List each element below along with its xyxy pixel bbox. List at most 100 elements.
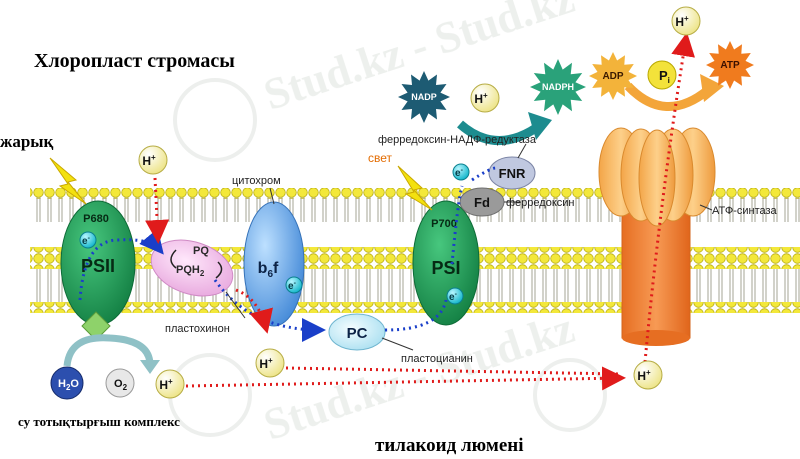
svg-text:H+: H+	[142, 153, 156, 168]
nadp-cycle-arrow	[457, 120, 539, 145]
atp-synthase	[598, 127, 716, 346]
o2-sub: 2	[123, 383, 128, 392]
svg-text:b6f: b6f	[258, 260, 279, 280]
proton-ball-1: H+	[138, 145, 168, 175]
photosystem-ii: P680 PSII	[60, 200, 136, 326]
proton-plus: +	[151, 153, 156, 162]
fd-label: Fd	[474, 195, 490, 210]
pqh2-label: PQH	[176, 264, 200, 276]
plastocyanin-label: пластоцианин	[401, 353, 473, 365]
proton-h: H	[675, 15, 684, 29]
cytochrome-label: цитохром	[232, 175, 281, 187]
svg-text:H+: H+	[637, 368, 651, 383]
cytochrome-b6f: b6f	[243, 201, 305, 327]
nadp-cycle-arrowhead	[528, 112, 552, 140]
electron-e: e	[288, 281, 294, 292]
h2o-sub: 2	[66, 383, 71, 392]
proton-h: H	[142, 154, 151, 168]
photosystem-i: P700 PSI	[412, 200, 480, 326]
electron-ball-3: e-	[452, 163, 470, 181]
adp-star: ADP	[589, 52, 637, 100]
electron-minus: -	[88, 235, 91, 242]
electron-ball-2: e-	[285, 276, 303, 294]
pc-label: PC	[347, 325, 368, 342]
electron-e: e	[82, 236, 88, 247]
proton-ball-5: H+	[155, 369, 185, 399]
pi-sub: i	[668, 76, 670, 85]
ferredoxin-label: ферредоксин	[506, 197, 574, 209]
plastoquinone: PQ PQH2	[150, 239, 234, 297]
proton-h: H	[474, 92, 483, 106]
b6f-b: b	[258, 260, 268, 277]
fnr-enzyme: FNR	[488, 156, 536, 190]
proton-h: H	[159, 378, 168, 392]
nadph-star: NADPH	[530, 59, 586, 115]
proton-plus: +	[268, 356, 273, 365]
fnr-full-label: ферредоксин-НАДФ-редуктаза	[378, 134, 537, 146]
proton-ball-6: H+	[633, 360, 663, 390]
light-label: жарық	[0, 132, 54, 151]
light-bolt-icon-2	[397, 165, 433, 211]
atp-cycle-arrowhead	[700, 74, 724, 102]
svg-text:e-: e-	[449, 291, 458, 303]
pq-label: PQ	[193, 245, 209, 257]
water-split-arrow	[63, 334, 154, 367]
oxygen-ball: O2	[105, 368, 135, 398]
electron-minus: -	[294, 280, 297, 287]
nadp-label: NADP	[411, 92, 437, 102]
proton-h: H	[259, 357, 268, 371]
proton-path	[145, 32, 695, 391]
atp-synthase-label: АТФ-синтаза	[712, 205, 778, 217]
h2o-o: O	[70, 378, 79, 390]
electron-minus: -	[461, 167, 464, 174]
proton-plus: +	[684, 14, 689, 23]
svg-text:H+: H+	[675, 14, 689, 29]
b6f-sub: 6	[267, 269, 273, 280]
svg-text:e-: e-	[82, 235, 91, 247]
svg-text:e-: e-	[288, 280, 297, 292]
h2o-h: H	[58, 378, 66, 390]
electron-ball-4: e-	[446, 287, 464, 305]
svg-text:H+: H+	[474, 91, 488, 106]
atp-star: ATP	[706, 41, 754, 89]
proton-plus: +	[483, 91, 488, 100]
svg-text:H+: H+	[259, 356, 273, 371]
svg-text:O2: O2	[114, 378, 128, 392]
svg-text:H2O: H2O	[58, 378, 79, 392]
svg-text:e-: e-	[455, 167, 464, 179]
ferredoxin: Fd	[459, 187, 505, 217]
electron-ball-1: e-	[79, 231, 97, 249]
psii-label: PSII	[81, 256, 115, 276]
water-complex-label: су тотықтырғыш комплекс	[18, 414, 180, 429]
svg-text:Pi: Pi	[659, 68, 670, 85]
electron-minus: -	[455, 291, 458, 298]
p680-label: P680	[83, 213, 109, 225]
svg-text:PQH2: PQH2	[176, 264, 205, 278]
light-bolt-icon-1	[49, 157, 87, 205]
proton-plus: +	[168, 377, 173, 386]
nadph-label: NADPH	[542, 82, 574, 92]
proton-ball-2: H+	[470, 83, 500, 113]
watermark-text-2: Stud.kz - Stud.kz	[258, 303, 580, 449]
p700-label: P700	[431, 218, 457, 230]
watermark: Stud.kz - Stud.kz Stud.kz - Stud.kz	[258, 0, 580, 450]
atp-label: ATP	[720, 60, 740, 71]
light2-label: свет	[368, 151, 393, 165]
b6f-f: f	[273, 260, 279, 277]
o2-o: O	[114, 378, 123, 390]
svg-text:H+: H+	[159, 377, 173, 392]
pi-label: P	[659, 68, 668, 83]
proton-ball-4: H+	[255, 348, 285, 378]
phosphate-ball: Pi	[647, 60, 677, 90]
electron-e: e	[455, 168, 461, 179]
electron-e: e	[449, 292, 455, 303]
psi-label: PSI	[431, 258, 460, 278]
plastocyanin: PC	[328, 313, 386, 351]
water-ball: H2O	[50, 366, 84, 400]
leader-lines	[225, 143, 713, 351]
proton-h: H	[637, 369, 646, 383]
fnr-label: FNR	[499, 166, 526, 181]
adp-label: ADP	[602, 71, 623, 82]
atp-cycle-arrow	[624, 82, 711, 111]
